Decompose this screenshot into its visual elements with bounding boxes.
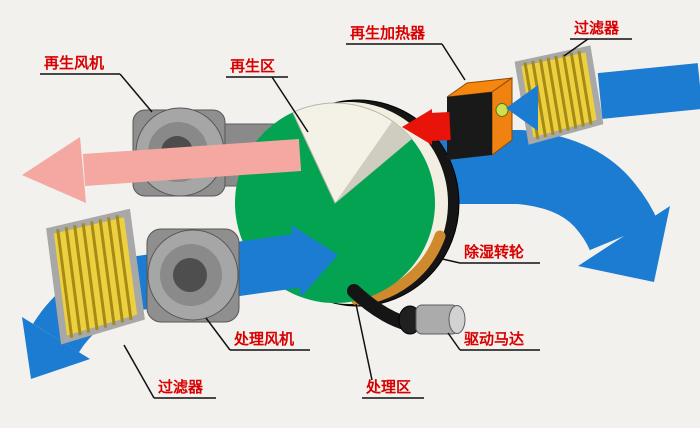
- process-air-inlet-arrowhead: [22, 317, 90, 379]
- regen-exhaust-duct: [82, 139, 302, 186]
- label-process-fan: 处理风机: [233, 330, 294, 348]
- label-filter-top: 过滤器: [574, 19, 620, 37]
- regen-air-inlet-duct: [597, 63, 700, 119]
- label-process-zone-leader: [355, 303, 373, 381]
- filter-bottom-left: [46, 208, 145, 345]
- heater-indicator-lamp: [495, 103, 509, 117]
- hot-air-arrowhead: [402, 109, 432, 145]
- fan-hub: [173, 258, 207, 292]
- regen-air-heater-arrowhead: [506, 85, 538, 131]
- label-regen-heater-leader: [441, 43, 466, 81]
- label-filter-bottom-leader: [123, 344, 155, 399]
- label-desiccant-wheel: 除湿转轮: [464, 243, 524, 261]
- label-drive-motor: 驱动马达: [464, 330, 524, 348]
- labels: 再生风机 再生区 再生加热器 过滤器 除湿转轮 驱动马达 处理风机 处理区 过滤…: [40, 19, 632, 399]
- label-process-zone: 处理区: [365, 378, 411, 396]
- process-air-outlet-arrowhead: [578, 206, 670, 282]
- label-regen-fan: 再生风机: [44, 54, 104, 72]
- label-regen-heater: 再生加热器: [350, 24, 426, 42]
- regen-heater: [446, 77, 513, 160]
- label-regen-fan-leader: [119, 73, 153, 113]
- regen-exhaust-arrowhead: [22, 137, 86, 203]
- process-air-outlet-duct: [430, 130, 659, 251]
- label-drive-motor-leader: [447, 332, 461, 351]
- label-regen-zone-leader: [271, 76, 309, 133]
- label-filter-top-leader: [563, 38, 589, 57]
- process-fan: [146, 228, 240, 323]
- label-process-fan-leader: [205, 317, 231, 351]
- heater-front: [447, 92, 492, 160]
- label-filter-bottom: 过滤器: [158, 378, 204, 396]
- label-regen-zone: 再生区: [230, 57, 275, 75]
- regeneration-sector-shadow: [335, 121, 412, 203]
- filter-pleats: [56, 215, 133, 338]
- drive-motor-cap: [448, 305, 466, 334]
- filter-frame: [46, 208, 145, 345]
- label-desiccant-wheel-leader: [437, 257, 461, 264]
- hot-air-duct: [429, 112, 451, 141]
- process-air-wheel-arrowhead: [291, 225, 338, 297]
